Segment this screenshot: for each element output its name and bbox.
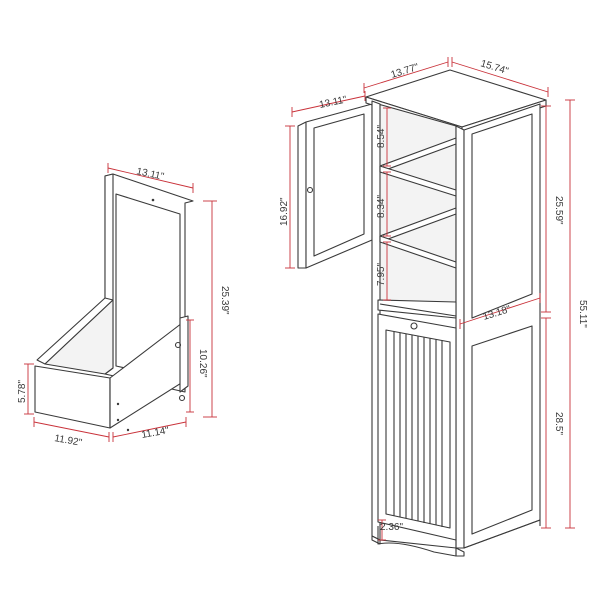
- door-height-label: 16.92": [279, 197, 290, 226]
- hamper-dimension-lines: [24, 163, 217, 442]
- hamper-side-height-label: 5.78": [17, 380, 28, 403]
- hamper-total-height-label: 25.39": [219, 286, 230, 315]
- cabinet-leg-height-label: 2.36": [380, 522, 403, 533]
- cabinet-top-width-label: 13.77": [390, 62, 421, 81]
- door-width-label: 13.11": [318, 94, 348, 111]
- hamper-drawer-drawing: [34, 173, 194, 432]
- cabinet-total-height-label: 55.11": [577, 300, 588, 328]
- cabinet-upper-height-label: 25.59": [553, 196, 564, 225]
- hamper-front-height-label: 10.26": [197, 349, 208, 378]
- cabinet-lower-height-label: 28.5": [553, 412, 564, 435]
- hamper-depth-b-label: 11.14": [141, 425, 171, 441]
- hamper-width-label: 13.11": [135, 166, 165, 183]
- shelf-gap-2-label: 8.34": [376, 195, 387, 218]
- cabinet-dimension-lines: [363, 57, 575, 541]
- shelf-gap-1-label: 8.54": [376, 125, 387, 148]
- open-door-drawing: [297, 103, 373, 269]
- tall-cabinet-drawing: [365, 69, 547, 557]
- shelf-gap-3-label: 7.95": [376, 263, 387, 286]
- door-dimension-lines: [285, 91, 366, 269]
- hamper-depth-a-label: 11.92": [53, 433, 83, 449]
- cabinet-top-depth-label: 15.74": [479, 58, 510, 77]
- hamper-dimension-labels: 13.11" 25.39" 10.26" 5.78" 11.92" 11.14": [17, 166, 230, 449]
